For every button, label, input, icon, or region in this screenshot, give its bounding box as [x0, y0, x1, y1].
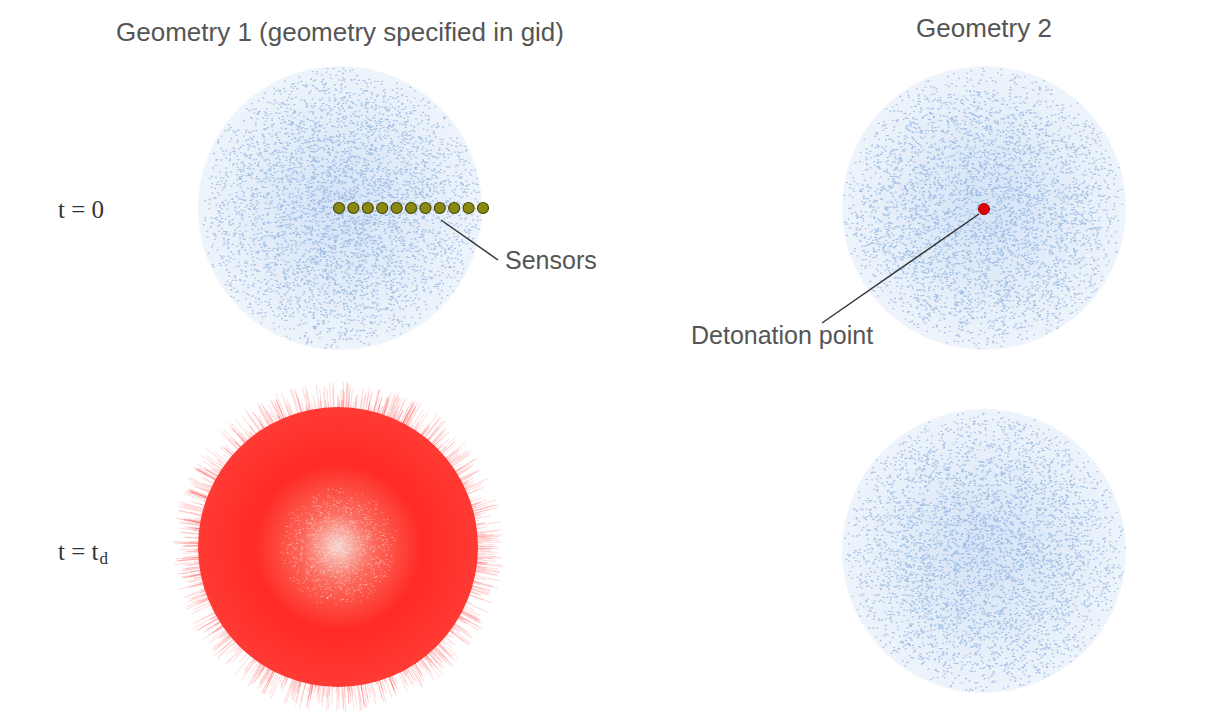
sphere-particles — [198, 66, 482, 350]
column-heading: Geometry 1 (geometry specified in gid) — [116, 18, 564, 47]
time-label: t = 0 — [58, 196, 104, 224]
sphere-particles — [842, 66, 1126, 350]
sensor-row — [334, 203, 489, 214]
particle-cloud — [203, 69, 481, 348]
time-subscript: d — [100, 550, 109, 569]
callout-label: Detonation point — [691, 322, 873, 350]
callout-label: Sensors — [505, 247, 597, 275]
column-heading: Geometry 2 — [916, 14, 1052, 43]
sphere-particles — [842, 409, 1126, 693]
detonated-sphere — [198, 407, 478, 687]
blast-rays — [173, 382, 503, 712]
particle-cloud — [845, 413, 1126, 691]
particle-cloud — [844, 69, 1122, 349]
particle-cloud — [281, 489, 397, 605]
leader-line — [441, 220, 498, 260]
time-label: t = t — [58, 538, 99, 566]
leader-line — [822, 214, 979, 323]
detonation-point — [979, 204, 990, 215]
